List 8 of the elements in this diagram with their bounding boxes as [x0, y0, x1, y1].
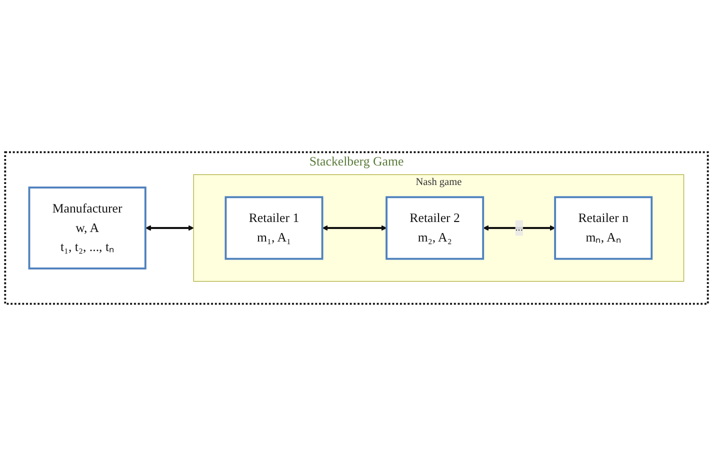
arrow [145, 225, 194, 231]
arrow [483, 225, 556, 231]
node-box: Retailer n mₙ, Aₙ [554, 196, 653, 260]
edge-label: ... [515, 222, 523, 234]
node-box: Retailer 1 m₁, A₁ [224, 196, 324, 260]
node-box: Retailer 2 m₂, A₂ [386, 196, 484, 260]
node-box: Manufacturer w, A t₁, t₂, ..., tₙ [28, 186, 146, 270]
arrow [322, 225, 387, 231]
